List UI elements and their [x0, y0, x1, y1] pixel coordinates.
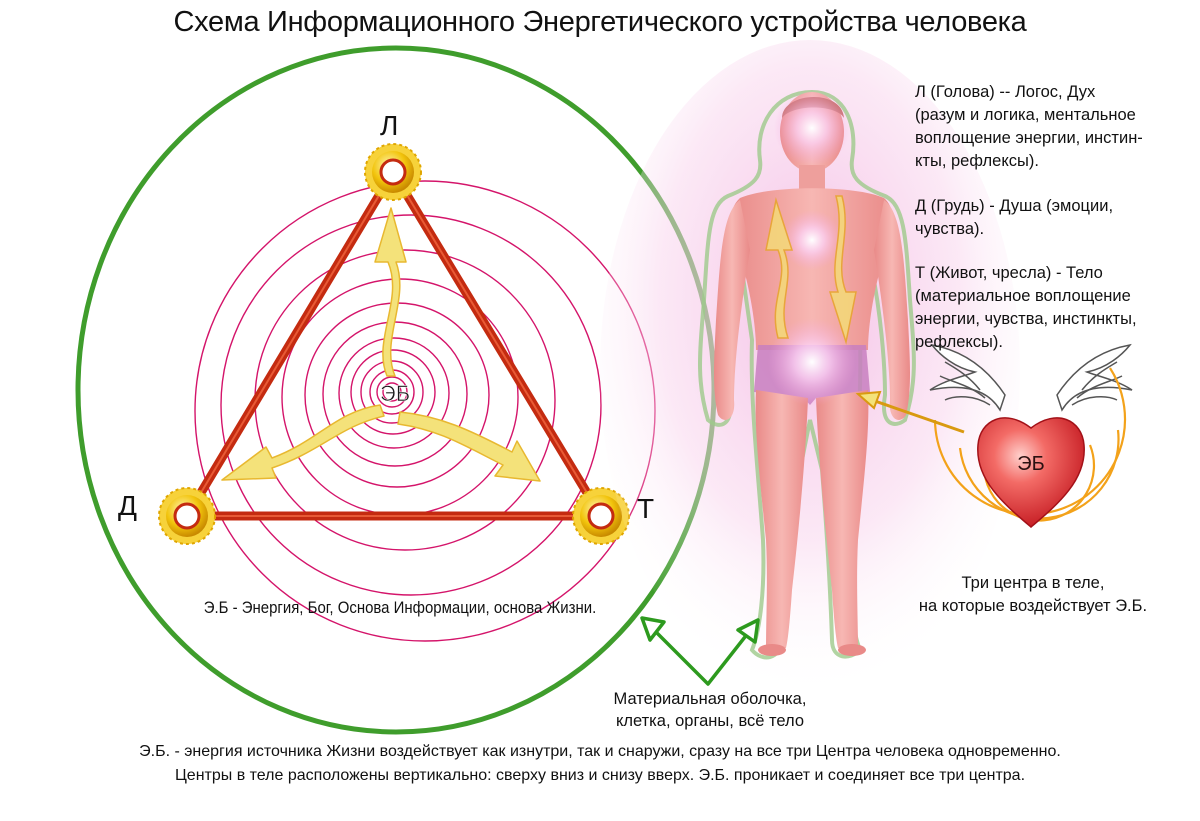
eb-arrows: [221, 207, 541, 482]
head-center-glow: [774, 90, 850, 166]
human-figure: [698, 89, 916, 660]
eb-center-label: ЭБ: [380, 381, 410, 406]
legend-belly-body: Т (Живот, чресла) - Тело (материальное в…: [915, 263, 1137, 351]
legend-chest-soul: Д (Грудь) - Душа (эмоции, чувства).: [915, 196, 1114, 238]
heart-to-body-arrow: [855, 390, 965, 434]
body-arrow-up: [765, 197, 794, 339]
vertex-label-d: Д: [118, 490, 137, 521]
material-shell-caption: Материальная оболочка, клетка, органы, в…: [613, 690, 807, 730]
belly-center-glow: [768, 318, 856, 406]
footer-description: Э.Б. - энергия источника Жизни воздейств…: [139, 743, 1061, 784]
body-arrow-down: [828, 195, 857, 345]
node-l: [364, 143, 422, 201]
arrow-to-d: [221, 404, 385, 481]
three-centers-caption: Три центра в теле, на которые воздейству…: [918, 574, 1148, 615]
vertex-label-l: Л: [380, 110, 399, 141]
vertex-label-t: Т: [637, 493, 655, 524]
page-title: Схема Информационного Энергетического ус…: [173, 6, 1027, 38]
eb-spiral: [194, 180, 656, 642]
wings-icon: [929, 343, 1133, 412]
body-outline: [698, 89, 916, 660]
legend-head-logos: Л (Голова) -- Логос, Дух (разум и логика…: [915, 82, 1143, 170]
node-d: [158, 487, 216, 545]
chest-center-glow: [782, 210, 842, 270]
arrow-to-l: [374, 207, 407, 377]
heart-label: ЭБ: [1017, 453, 1045, 475]
arrow-to-t: [397, 411, 541, 482]
heart-icon: [977, 417, 1085, 528]
green-arrows: [640, 616, 760, 686]
node-t: [572, 487, 630, 545]
eb-caption: Э.Б - Энергия, Бог, Основа Информации, о…: [203, 598, 597, 617]
heart-emblem: ЭБ: [929, 343, 1133, 528]
